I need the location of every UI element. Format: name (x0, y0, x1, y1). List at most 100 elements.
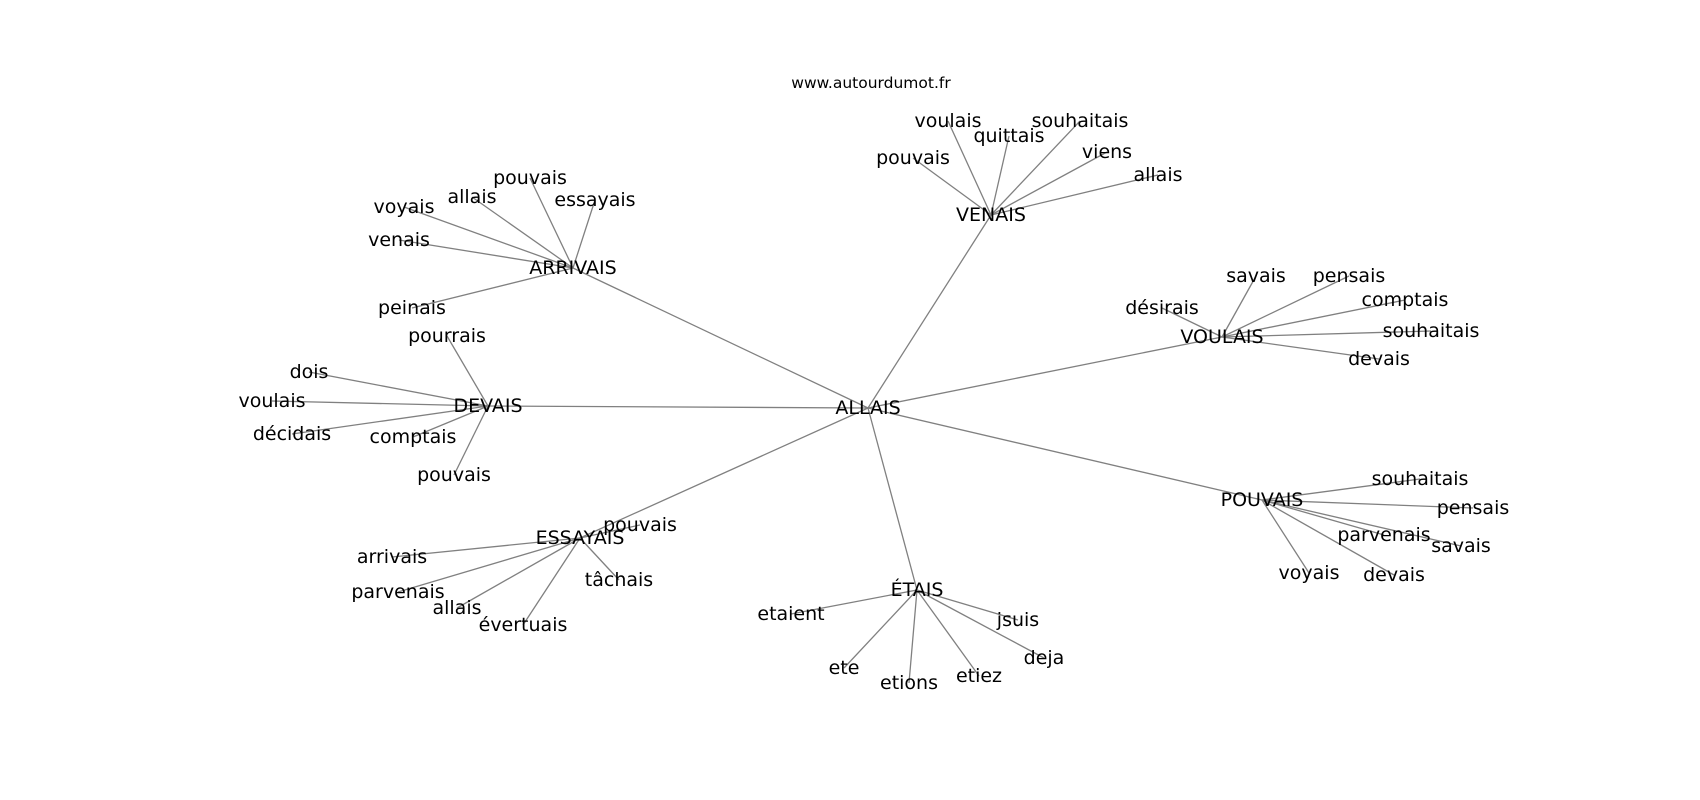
edge-hub-6-leaf-2 (916, 589, 1045, 659)
leaf-node-label: désirais (1125, 297, 1199, 319)
leaf-node-label: souhaitais (1032, 110, 1129, 132)
edge-hub-2-leaf-4 (1221, 330, 1432, 338)
leaf-node-label: deja (1024, 647, 1065, 669)
leaf-node-label: pouvais (603, 514, 677, 536)
edge-center-to-2 (867, 336, 1223, 409)
edge-hub-2-leaf-0 (1221, 275, 1257, 338)
edge-hub-1-leaf-5 (411, 267, 574, 309)
edge-hub-2-leaf-3 (1161, 307, 1223, 338)
edge-hub-6-leaf-1 (916, 589, 1019, 621)
edge-hub-5-leaf-4 (456, 537, 581, 609)
center-node-label: ALLAIS (835, 397, 900, 419)
leaf-node-label: savais (1431, 535, 1491, 557)
edge-hub-4-leaf-4 (1261, 499, 1310, 574)
hub-node-label: DEVAIS (453, 395, 522, 417)
edge-center-to-4 (867, 407, 1263, 501)
edge-hub-5-leaf-0 (579, 524, 641, 539)
hub-node-label: VOULAIS (1180, 326, 1263, 348)
leaf-node-label: pensais (1313, 265, 1386, 287)
leaf-node-label: essayais (554, 189, 635, 211)
edge-center-to-0 (867, 214, 992, 409)
edge-hub-4-leaf-3 (1261, 499, 1462, 547)
edge-hub-6-leaf-5 (908, 589, 918, 684)
leaf-node-label: viens (1082, 141, 1132, 163)
edge-hub-6-leaf-0 (790, 589, 918, 615)
leaf-node-label: allais (447, 186, 496, 208)
leaf-node-label: allais (432, 597, 481, 619)
edge-center-to-1 (572, 267, 869, 409)
edge-hub-1-leaf-2 (572, 199, 596, 269)
edge-hub-0-leaf-3 (912, 157, 992, 216)
edge-hub-3-leaf-4 (412, 405, 489, 438)
leaf-node-label: comptais (1362, 289, 1449, 311)
edge-hub-2-leaf-2 (1221, 299, 1406, 338)
edge-center-to-3 (487, 405, 869, 409)
edge-hub-0-leaf-1 (990, 135, 1010, 216)
leaf-node-label: jsuis (996, 609, 1039, 631)
leaf-node-label: décidais (253, 423, 331, 445)
watermark-text: www.autourdumot.fr (791, 74, 951, 92)
edge-hub-4-leaf-2 (1261, 499, 1385, 536)
edge-hub-1-leaf-1 (471, 196, 574, 269)
leaf-node-label: etiez (956, 665, 1002, 687)
edge-hub-3-leaf-0 (446, 335, 489, 407)
leaf-node-label: devais (1348, 348, 1410, 370)
leaf-node-label: parvenais (1337, 524, 1430, 546)
hub-node-label: ARRIVAIS (529, 257, 616, 279)
edge-hub-3-leaf-1 (308, 371, 489, 407)
edge-hub-3-leaf-3 (291, 405, 489, 435)
edge-hub-6-leaf-3 (843, 589, 918, 669)
leaf-node-label: devais (1363, 564, 1425, 586)
edge-center-to-6 (867, 407, 918, 591)
leaf-node-label: dois (290, 361, 329, 383)
edge-hub-0-leaf-5 (990, 174, 1159, 216)
edge-hub-0-leaf-2 (990, 120, 1081, 216)
leaf-node-label: etaient (757, 603, 824, 625)
edge-hub-2-leaf-5 (1221, 336, 1380, 360)
leaf-node-label: quittais (973, 125, 1044, 147)
edge-hub-6-leaf-4 (916, 589, 980, 677)
leaf-node-label: voulais (914, 110, 981, 132)
edge-hub-4-leaf-1 (1261, 499, 1474, 509)
hub-node-label: POUVAIS (1221, 489, 1304, 511)
edge-hub-2-leaf-1 (1221, 275, 1350, 338)
edge-center-to-5 (579, 407, 869, 539)
edge-hub-5-leaf-1 (391, 537, 581, 558)
edge-hub-5-leaf-2 (579, 537, 620, 581)
leaf-node-label: tâchais (585, 569, 653, 591)
leaf-node-label: comptais (370, 426, 457, 448)
edge-hub-4-leaf-5 (1261, 499, 1395, 576)
leaf-node-label: évertuais (479, 614, 568, 636)
leaf-node-label: pouvais (493, 167, 567, 189)
edge-layer (271, 120, 1474, 684)
hub-node-label: ÉTAIS (891, 578, 944, 601)
edge-hub-5-leaf-5 (522, 537, 581, 626)
leaf-node-label: pouvais (876, 147, 950, 169)
leaf-node-label: souhaitais (1372, 468, 1469, 490)
edge-hub-3-leaf-2 (271, 400, 489, 407)
leaf-node-label: ete (829, 657, 860, 679)
leaf-node-label: pourrais (408, 325, 486, 347)
edge-hub-0-leaf-0 (947, 120, 992, 216)
leaf-node-label: allais (1133, 164, 1182, 186)
leaf-node-label: pensais (1437, 497, 1510, 519)
edge-hub-0-leaf-4 (990, 151, 1108, 216)
leaf-node-label: venais (368, 229, 430, 251)
label-layer: ALLAISVENAISvoulaisquittaissouhaitaispou… (238, 110, 1509, 694)
leaf-node-label: savais (1226, 265, 1286, 287)
leaf-node-label: voulais (238, 390, 305, 412)
leaf-node-label: pouvais (417, 464, 491, 486)
leaf-node-label: voyais (374, 196, 435, 218)
edge-hub-1-leaf-4 (398, 239, 574, 269)
edge-hub-1-leaf-0 (529, 177, 574, 269)
leaf-node-label: peinais (378, 297, 446, 319)
edge-hub-4-leaf-0 (1261, 478, 1421, 501)
leaf-node-label: souhaitais (1383, 320, 1480, 342)
leaf-node-label: arrivais (357, 546, 427, 568)
edge-hub-5-leaf-3 (397, 537, 581, 593)
hub-node-label: ESSAYAIS (536, 527, 625, 549)
edge-hub-1-leaf-3 (403, 206, 574, 269)
edge-hub-3-leaf-5 (453, 405, 489, 476)
leaf-node-label: etions (880, 672, 938, 694)
